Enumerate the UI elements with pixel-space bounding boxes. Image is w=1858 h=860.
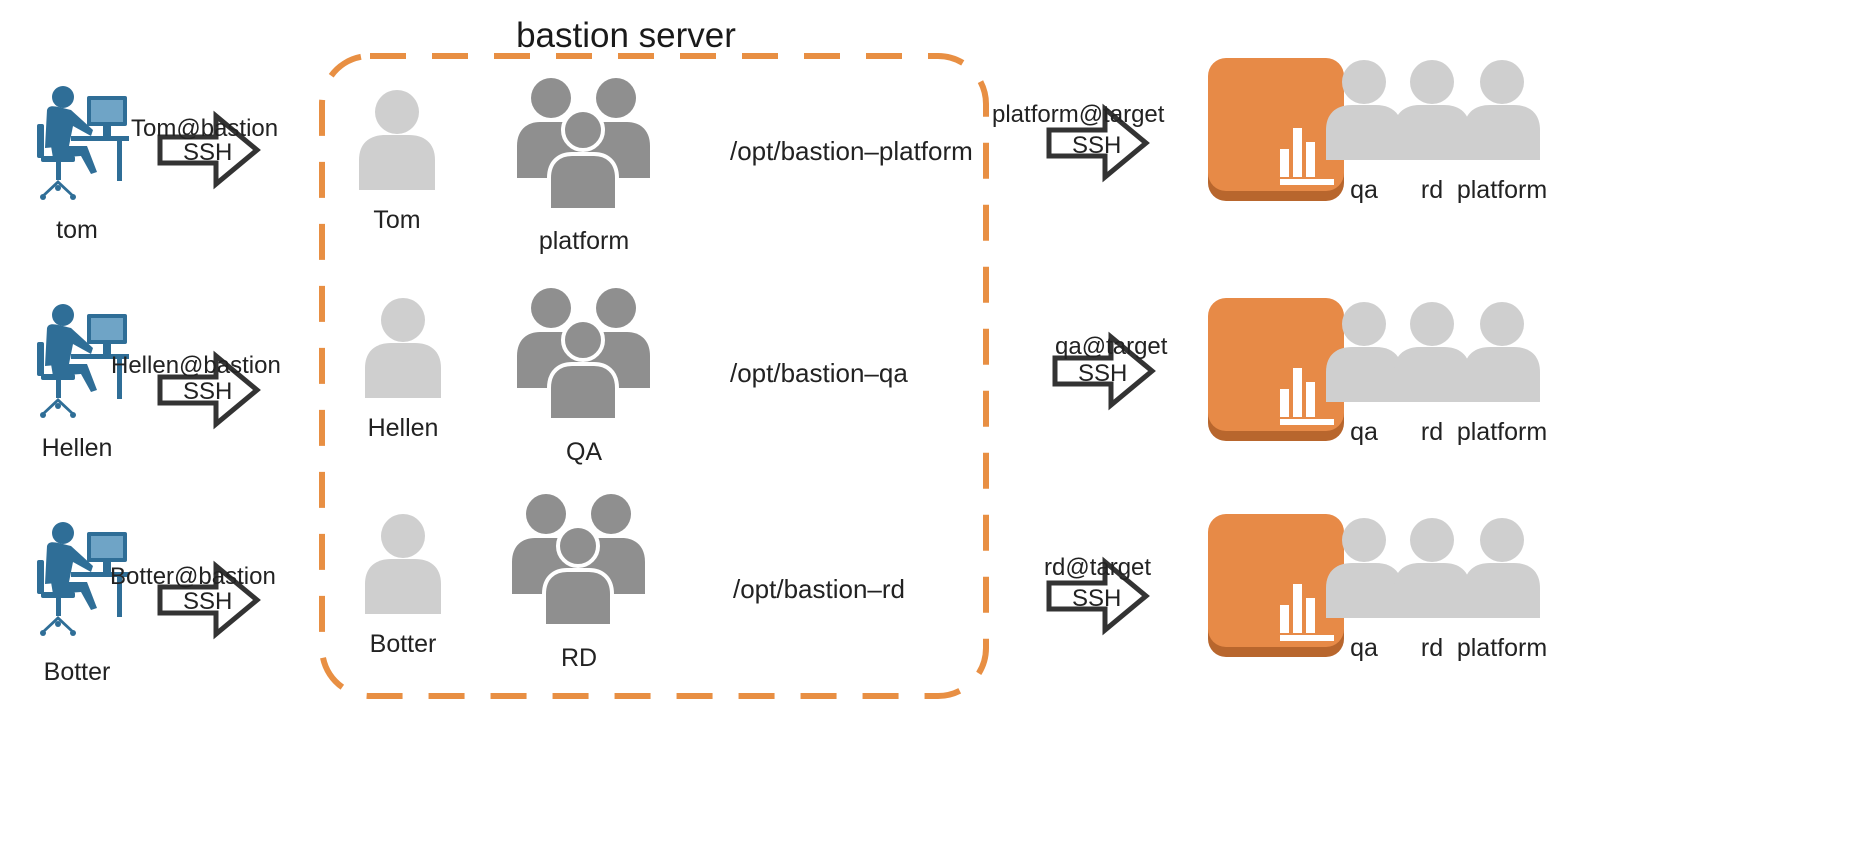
client-protocol-label: SSH <box>183 588 233 615</box>
bastion-group-name: platform <box>538 227 630 255</box>
bastion-group-name: RD <box>560 644 598 672</box>
target-user-name: platform <box>1456 634 1548 662</box>
target-protocol-label: SSH <box>1078 360 1128 387</box>
target-login-label: rd@target <box>1044 554 1152 581</box>
bastion-user-name: Hellen <box>367 414 439 442</box>
bastion-group-name: QA <box>565 438 603 466</box>
client-protocol-label: SSH <box>183 378 233 405</box>
target-user-name: qa <box>1350 418 1378 446</box>
client-login-label: Hellen@bastion <box>111 352 281 379</box>
bastion-boundary <box>319 53 989 699</box>
client-protocol-label: SSH <box>183 139 233 166</box>
target-user-name: rd <box>1420 176 1444 204</box>
client-name: Botter <box>43 658 111 686</box>
bastion-title: bastion server <box>516 16 736 55</box>
target-user-name: platform <box>1456 418 1548 446</box>
client-login-label: Tom@bastion <box>131 115 279 142</box>
bastion-path: /opt/bastion–rd <box>733 574 906 604</box>
target-protocol-label: SSH <box>1072 585 1122 612</box>
target-user-name: qa <box>1350 634 1378 662</box>
bastion-path: /opt/bastion–qa <box>730 358 908 388</box>
target-user-name: rd <box>1420 418 1444 446</box>
target-user-name: qa <box>1350 176 1378 204</box>
target-login-label: platform@target <box>992 101 1165 128</box>
bastion-user-name: Tom <box>373 206 421 234</box>
client-name: Hellen <box>41 434 113 462</box>
target-login-label: qa@target <box>1055 333 1168 360</box>
target-protocol-label: SSH <box>1072 132 1122 159</box>
bastion-user-name: Botter <box>369 630 437 658</box>
client-name: tom <box>56 216 98 244</box>
target-user-name: platform <box>1456 176 1548 204</box>
client-login-label: Botter@bastion <box>110 563 276 590</box>
bastion-path: /opt/bastion–platform <box>730 136 973 166</box>
target-user-name: rd <box>1420 634 1444 662</box>
